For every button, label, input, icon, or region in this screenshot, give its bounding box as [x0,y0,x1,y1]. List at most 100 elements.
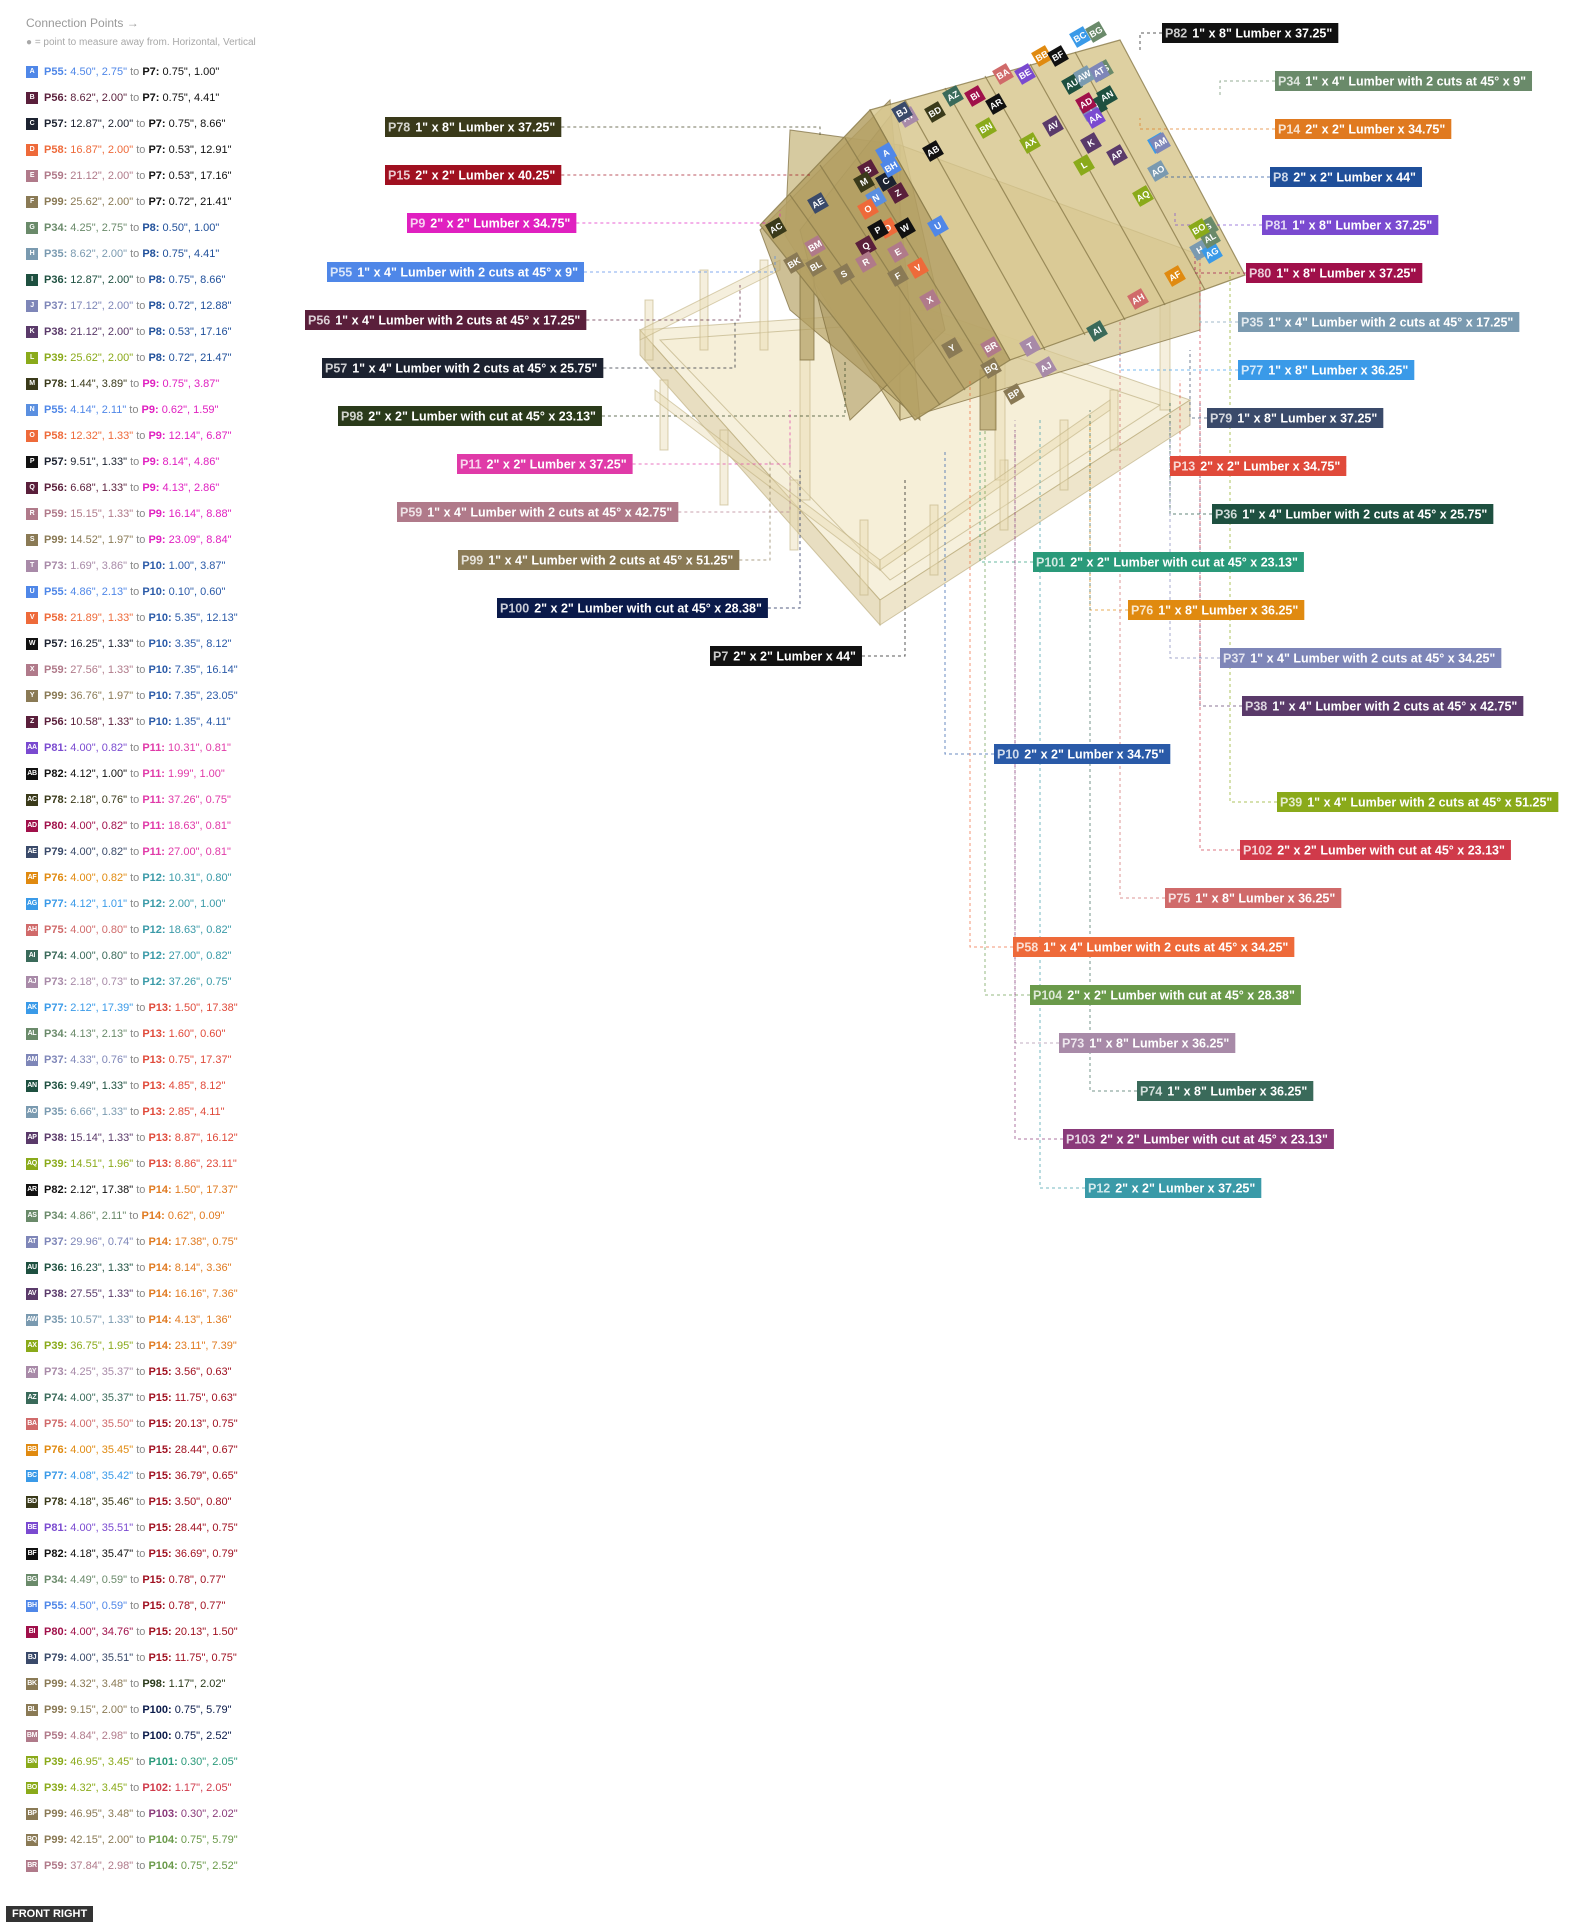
connection-to-part: P12: [142,950,166,962]
connection-to-word: to [136,1652,149,1664]
connection-to-value: 1.50", 17.38" [171,1002,238,1014]
connection-to-part: P9: [148,430,166,442]
connection-marker-badge [942,85,964,107]
connection-marker-badge [1096,85,1118,107]
connection-from-part: P38: [44,326,68,338]
leader-lines [561,32,1347,1189]
part-label-background [1137,1081,1314,1101]
connection-to-word: to [130,742,143,754]
connection-to-part: P15: [148,1626,172,1638]
connection-marker-badge [783,252,805,274]
connection-code-badge: AF [26,872,38,885]
connection-marker-badge [1080,132,1102,154]
connection-to-word: to [130,1106,143,1118]
part-label-id: P104 [1033,989,1062,1003]
connection-marker-badge [853,171,875,193]
part-label-id: P35 [1241,316,1263,330]
connection-marker-badge [887,182,909,204]
connection-to-word: to [130,456,143,468]
connection-from-part: P34: [44,1210,68,1222]
part-label-text: 1" x 4" Lumber with 2 cuts at 45° x 17.2… [1268,316,1513,330]
part-label-text: 1" x 4" Lumber with 2 cuts at 45° x 42.7… [1272,700,1517,714]
part-label-text: 1" x 8" Lumber x 36.25" [1195,892,1335,906]
connection-from-value: 4.00", 0.82" [67,846,131,858]
connection-from-value: 21.12", 2.00" [67,170,137,182]
connection-to-value: 17.38", 0.75" [171,1236,238,1248]
connection-marker-badge [924,101,946,123]
part-label-background [1212,504,1494,524]
connection-to-value: 37.26", 0.75" [165,976,232,988]
connection-from-value: 21.89", 1.33" [67,612,137,624]
connection-to-word: to [136,1756,149,1768]
connection-from-value: 4.32", 3.48" [67,1678,131,1690]
connection-code-badge: H [26,248,38,261]
connection-from-part: P35: [44,1106,68,1118]
connection-from-value: 4.33", 0.76" [67,1054,131,1066]
connection-code-badge: BD [26,1496,38,1509]
connection-to-part: P100: [142,1730,172,1742]
connection-to-word: to [136,1236,149,1248]
part-label-background [497,598,768,618]
connection-to-word: to [130,1028,143,1040]
connection-from-part: P74: [44,950,68,962]
connection-marker: Q [855,235,877,257]
connection-marker-code: R [861,256,872,268]
connection-to-part: P104: [148,1860,178,1872]
connection-to-part: P104: [148,1834,178,1846]
connection-marker: S [833,263,855,285]
connection-to-part: P14: [148,1314,172,1326]
connection-to-word: to [136,508,149,520]
part-label-background [1270,167,1422,187]
connection-to-value: 8.87", 16.12" [171,1132,238,1144]
part-label-text: 2" x 2" Lumber x 34.75" [1200,460,1340,474]
connection-from-part: P77: [44,898,68,910]
connection-to-value: 3.50", 0.80" [171,1496,232,1508]
connection-from-part: P75: [44,924,68,936]
connection-to-word: to [136,716,149,728]
connection-from-part: P55: [44,1600,68,1612]
connection-from-value: 8.62", 2.00" [67,92,131,104]
connection-marker-badge [804,235,826,257]
connection-marker-badge [907,257,929,279]
connection-to-part: P12: [142,924,166,936]
connection-to-word: to [130,1704,143,1716]
connection-from-part: P73: [44,1366,68,1378]
connection-from-value: 15.15", 1.33" [67,508,137,520]
connection-marker: BG [1085,21,1107,43]
leader-line [979,430,1033,563]
part-label-id: P101 [1036,556,1065,570]
connection-code-badge: A [26,66,38,79]
connection-from-part: P35: [44,1314,68,1326]
connection-to-value: 0.53", 17.16" [165,170,232,182]
connection-marker: AR [985,93,1007,115]
connection-from-part: P36: [44,1262,68,1274]
part-label-text: 2" x 2" Lumber x 37.25" [1115,1182,1255,1196]
connection-from-value: 27.55", 1.33" [67,1288,137,1300]
connection-to-value: 0.30", 2.05" [177,1756,238,1768]
connection-marker: AH [1127,288,1149,310]
connection-marker: AI [1086,320,1108,342]
connection-to-word: to [136,1002,149,1014]
connection-from-part: P39: [44,1756,68,1768]
connection-from-part: P38: [44,1288,68,1300]
connection-to-value: 4.85", 8.12" [165,1080,226,1092]
part-label-id: P59 [400,506,422,520]
connection-from-value: 2.12", 17.38" [67,1184,137,1196]
part-label-text: 2" x 2" Lumber with cut at 45° x 23.13" [1100,1133,1328,1147]
